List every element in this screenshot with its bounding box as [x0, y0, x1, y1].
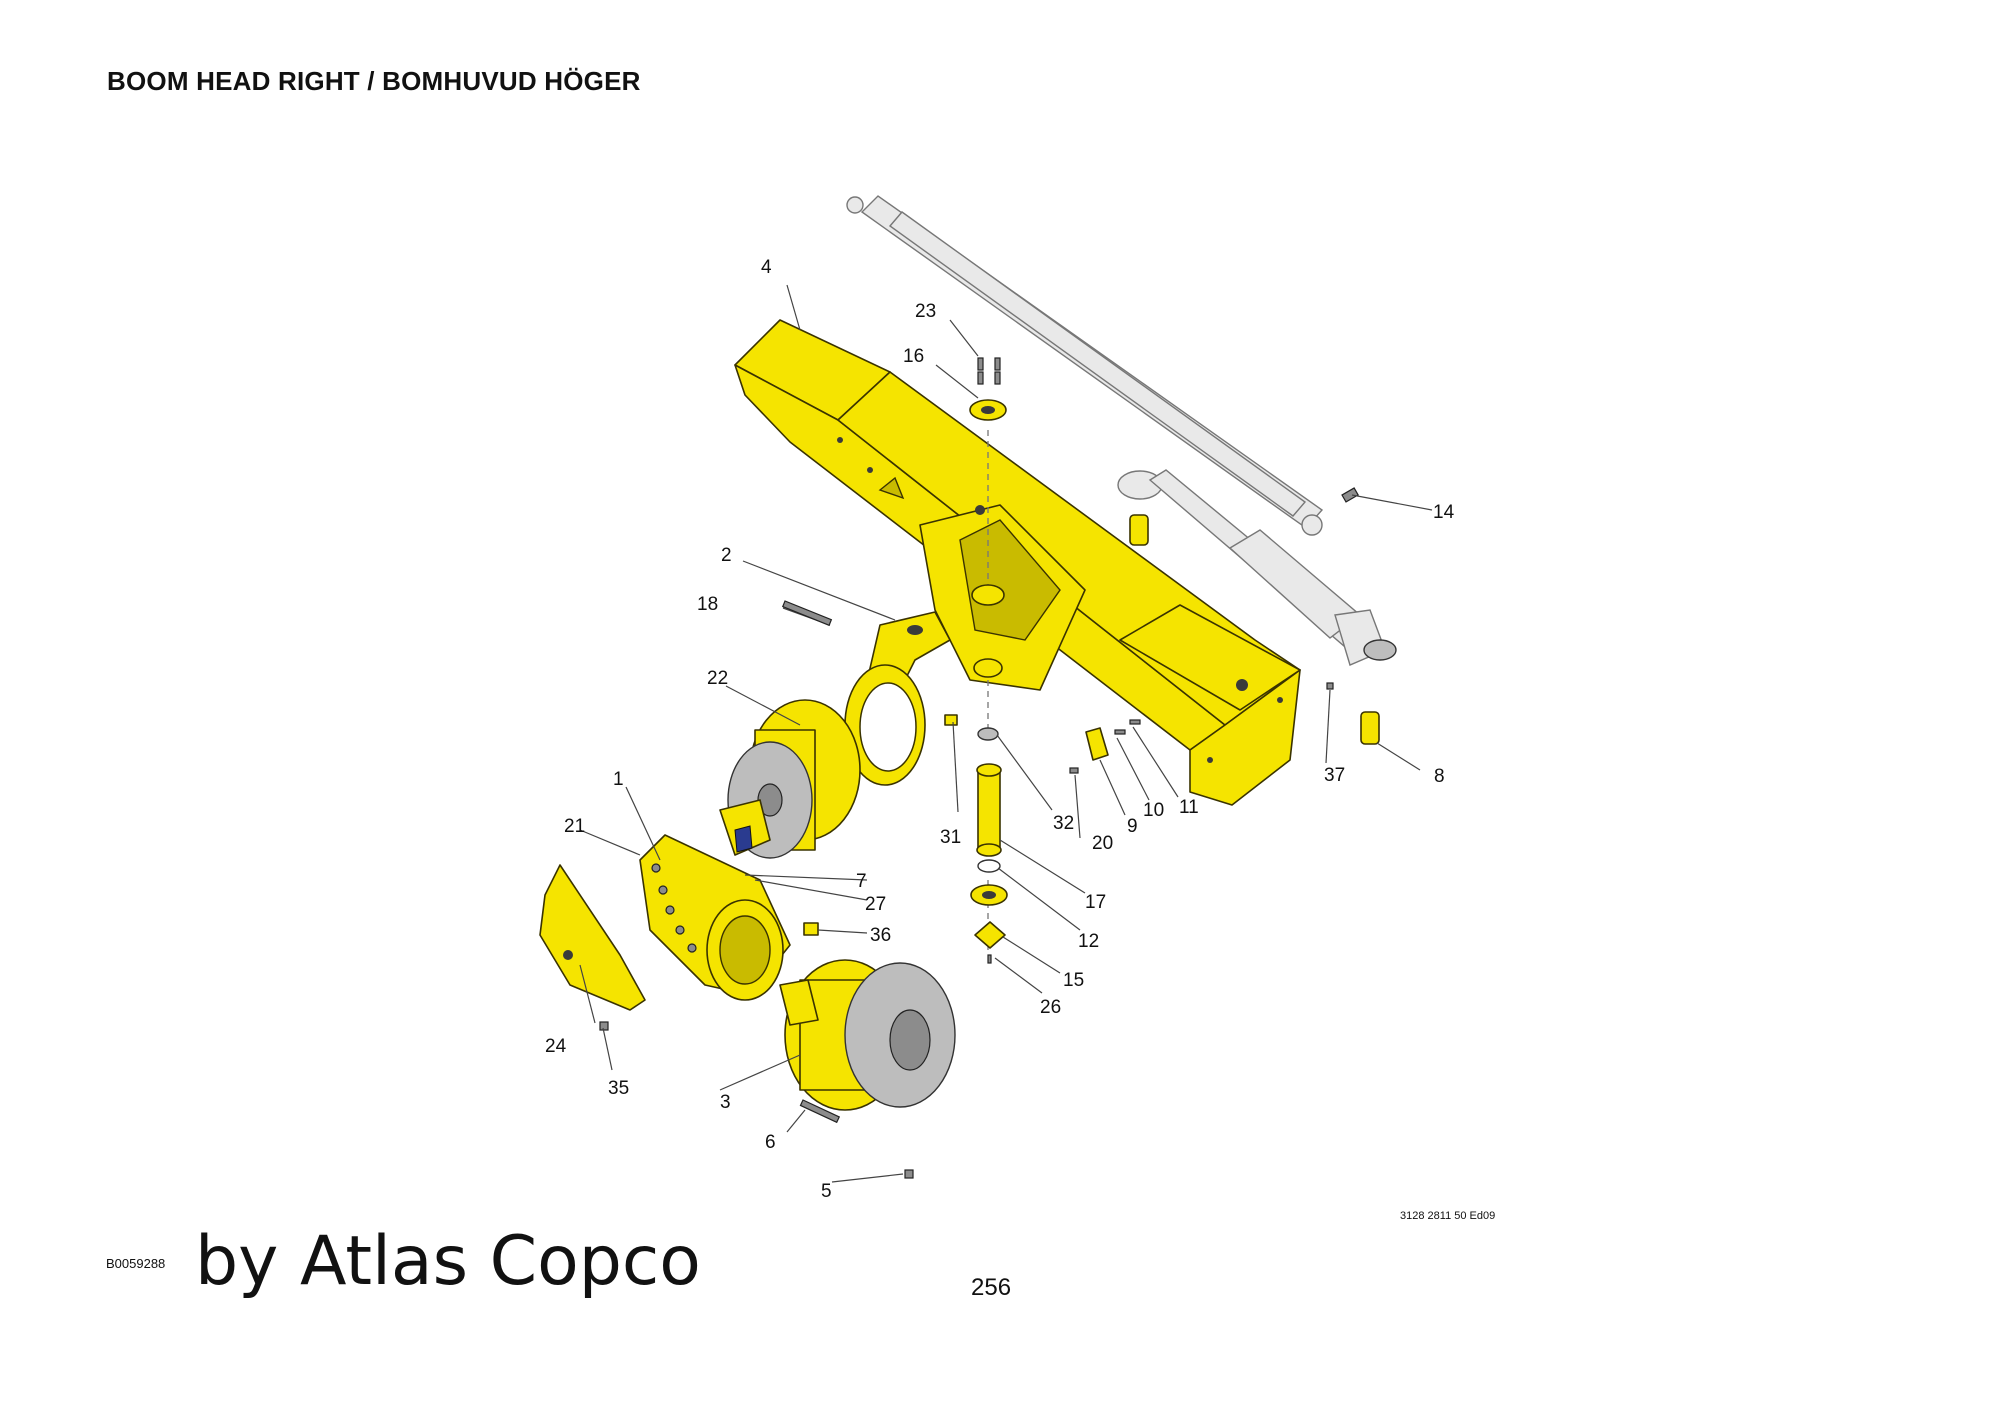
callout-9: 9 — [1127, 816, 1138, 837]
callout-27: 27 — [865, 894, 886, 915]
callout-12: 12 — [1078, 931, 1099, 952]
page-number: 256 — [971, 1274, 1012, 1301]
hydraulic-cylinder-long — [846, 195, 1324, 536]
pin-17 — [976, 763, 1002, 857]
callout-32: 32 — [1053, 813, 1074, 834]
callout-2: 2 — [721, 545, 732, 566]
callout-16: 16 — [903, 346, 924, 367]
callout-37: 37 — [1324, 765, 1345, 786]
hydraulic-cylinder-short — [1117, 469, 1397, 666]
callout-5: 5 — [821, 1181, 832, 1202]
callout-20: 20 — [1092, 833, 1113, 854]
callout-11: 11 — [1179, 797, 1199, 818]
callout-1: 1 — [613, 769, 624, 790]
page-title: BOOM HEAD RIGHT / BOMHUVUD HÖGER — [107, 66, 641, 96]
callout-23: 23 — [915, 301, 936, 322]
watermark: by Atlas Copco — [195, 1222, 701, 1301]
callout-35: 35 — [608, 1078, 629, 1099]
housing-1 — [639, 834, 791, 1001]
callout-17: 17 — [1085, 892, 1106, 913]
callout-22: 22 — [707, 668, 728, 689]
callout-18: 18 — [697, 594, 718, 615]
callout-31: 31 — [940, 827, 961, 848]
cover-24 — [539, 864, 646, 1011]
callout-36: 36 — [870, 925, 891, 946]
boom-frame — [734, 319, 1301, 806]
callout-10: 10 — [1143, 800, 1164, 821]
callout-8: 8 — [1434, 766, 1445, 787]
callout-26: 26 — [1040, 997, 1061, 1018]
callout-3: 3 — [720, 1092, 731, 1113]
motor-3 — [779, 959, 956, 1111]
callout-7: 7 — [856, 871, 867, 892]
callout-6: 6 — [765, 1132, 776, 1153]
bracket-2 — [844, 611, 951, 786]
callout-4: 4 — [761, 257, 772, 278]
callout-15: 15 — [1063, 970, 1084, 991]
callout-24: 24 — [545, 1036, 567, 1057]
image-code: B0059288 — [106, 1256, 166, 1271]
document-code: 3128 2811 50 Ed09 — [1400, 1210, 1496, 1222]
rotation-actuator-22 — [719, 699, 861, 859]
callout-14: 14 — [1433, 502, 1455, 523]
callout-21: 21 — [564, 816, 585, 837]
